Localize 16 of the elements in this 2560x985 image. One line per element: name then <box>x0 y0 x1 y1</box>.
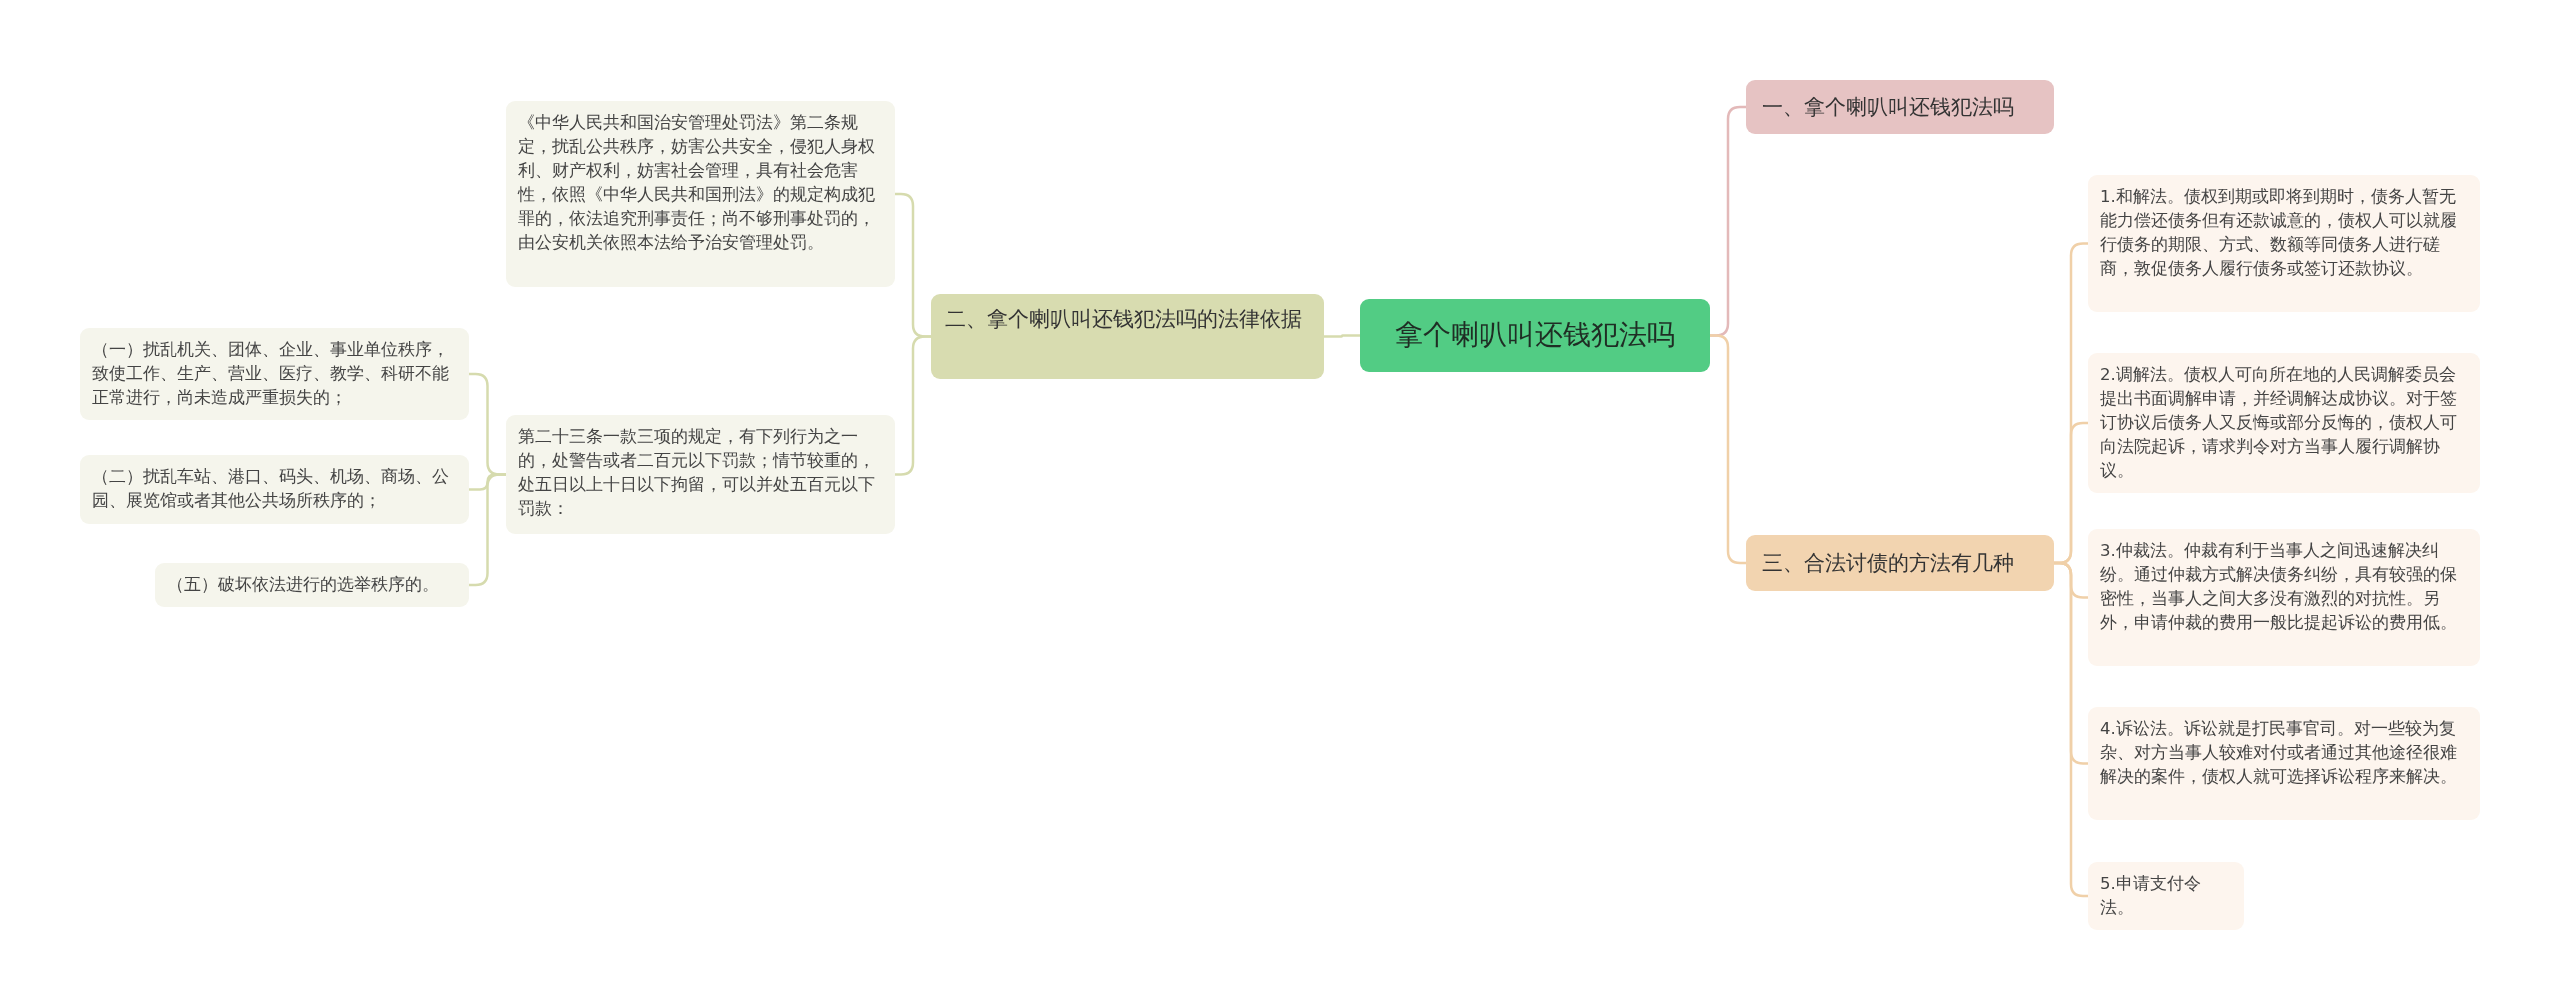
text-card: 4.诉讼法。诉讼就是打民事官司。对一些较为复杂、对方当事人较难对付或者通过其他途径很难解决的案件，债权人就可选择诉讼程序来解决。 <box>2088 707 2480 820</box>
topic-box: 三、合法讨债的方法有几种 <box>1746 535 2054 591</box>
text-card: 1.和解法。债权到期或即将到期时，债务人暂无能力偿还债务但有还款诚意的，债权人可以就履行债务的期限、方式、数额等同债务人进行磋商，敦促债务人履行债务或签订还款协议。 <box>2088 175 2480 312</box>
text-card: 《中华人民共和国治安管理处罚法》第二条规定，扰乱公共秩序，妨害公共安全，侵犯人身权利、财产权利，妨害社会管理，具有社会危害性，依照《中华人民共和国刑法》的规定构成犯罪的，依法追究刑事责任；尚不够刑事处罚的，由公安机关依照本法给予治安管理处罚。 <box>506 101 895 287</box>
connector-line <box>469 473 506 587</box>
topic-box: 二、拿个喇叭叫还钱犯法吗的法律依据 <box>931 294 1324 379</box>
topic-box: 一、拿个喇叭叫还钱犯法吗 <box>1746 80 2054 135</box>
text-card: 2.调解法。债权人可向所在地的人民调解委员会提出书面调解申请，并经调解达成协议。对于签订协议后债务人又反悔或部分反悔的，债权人可向法院起诉，请求判令对方当事人履行调解协议。 <box>2088 353 2480 493</box>
text-card: 5.申请支付令法。 <box>2088 862 2244 930</box>
central-topic-box: 拿个喇叭叫还钱犯法吗 <box>1360 299 1710 372</box>
text-card: （二）扰乱车站、港口、码头、机场、商场、公园、展览馆或者其他公共场所秩序的； <box>80 455 469 524</box>
text-card: 第二十三条一款三项的规定，有下列行为之一的，处警告或者二百元以下罚款；情节较重的，处五日以上十日以下拘留，可以并处五百元以下罚款： <box>506 415 895 534</box>
text-card: 3.仲裁法。仲裁有利于当事人之间迅速解决纠纷。通过仲裁方式解决债务纠纷，具有较强的保密性，当事人之间大多没有激烈的对抗性。另外，申请仲裁的费用一般比提起诉讼的费用低。 <box>2088 529 2480 666</box>
text-card: （五）破坏依法进行的选举秩序的。 <box>155 563 469 607</box>
connector-line <box>1324 334 1360 338</box>
text-card: （一）扰乱机关、团体、企业、事业单位秩序，致使工作、生产、营业、医疗、教学、科研不能正常进行，尚未造成严重损失的； <box>80 328 469 420</box>
